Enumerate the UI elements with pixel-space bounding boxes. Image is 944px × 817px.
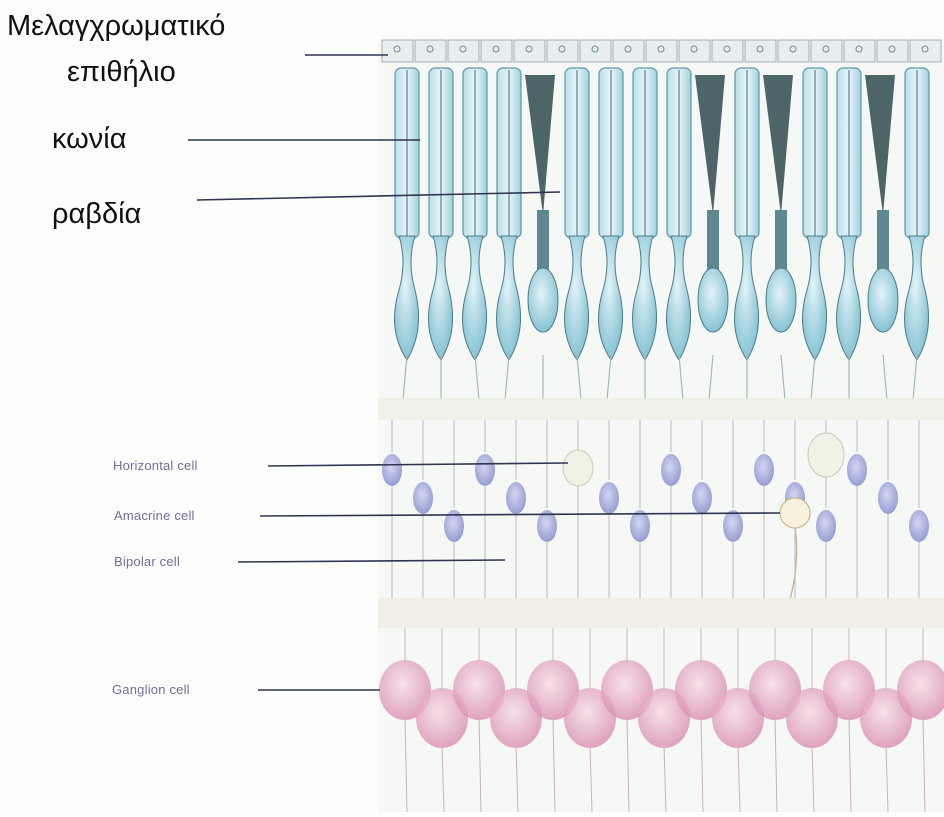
- bipolar-cell: [847, 454, 867, 486]
- pigment-epithelium-cell: [382, 40, 413, 62]
- pigment-epithelium-cell: [613, 40, 644, 62]
- cone-cell-body: [868, 268, 898, 332]
- pigment-epithelium-cell: [745, 40, 776, 62]
- cone-inner-segment: [877, 210, 889, 270]
- pigment-epithelium-cell: [712, 40, 743, 62]
- cone-inner-segment: [775, 210, 787, 270]
- amacrine-cell-body: [780, 498, 810, 528]
- label-pigment-epithelium-line2: επιθήλιο: [67, 58, 176, 87]
- bipolar-cell: [661, 454, 681, 486]
- label-horizontal-cell: Horizontal cell: [113, 459, 198, 472]
- bipolar-cell: [413, 482, 433, 514]
- pigment-epithelium-cell: [481, 40, 512, 62]
- outer-plexiform-layer: [378, 398, 944, 420]
- label-cones: κωνία: [52, 125, 127, 154]
- label-pigment-epithelium: Μελαγχρωματικό: [7, 12, 225, 41]
- pigment-epithelium-cell: [877, 40, 908, 62]
- bipolar-cell: [630, 510, 650, 542]
- pigment-epithelium-cell: [811, 40, 842, 62]
- bipolar-cell: [754, 454, 774, 486]
- label-ganglion-cell: Ganglion cell: [112, 683, 190, 696]
- bipolar-cell: [475, 454, 495, 486]
- bipolar-cell: [723, 510, 743, 542]
- label-amacrine-cell: Amacrine cell: [114, 509, 195, 522]
- bipolar-cell: [599, 482, 619, 514]
- label-bipolar-cell: Bipolar cell: [114, 555, 180, 568]
- bipolar-cell: [909, 510, 929, 542]
- cone-cell-body: [528, 268, 558, 332]
- cone-inner-segment: [707, 210, 719, 270]
- bipolar-cell: [692, 482, 712, 514]
- pigment-epithelium-cell: [679, 40, 710, 62]
- horizontal-cell-body: [563, 450, 593, 486]
- pigment-epithelium-cell: [646, 40, 677, 62]
- pigment-epithelium-cell: [580, 40, 611, 62]
- inner-plexiform-layer: [378, 598, 944, 628]
- bipolar-cell: [878, 482, 898, 514]
- horizontal-cell-body: [808, 433, 844, 477]
- cone-inner-segment: [537, 210, 549, 270]
- label-rods: ραβδία: [52, 200, 141, 229]
- pigment-epithelium-cell: [448, 40, 479, 62]
- pigment-epithelium-cell: [844, 40, 875, 62]
- pigment-epithelium-cell: [547, 40, 578, 62]
- pigment-epithelium-cell: [910, 40, 941, 62]
- bipolar-cell: [816, 510, 836, 542]
- pigment-epithelium-cell: [415, 40, 446, 62]
- cone-cell-body: [698, 268, 728, 332]
- bipolar-cell: [506, 482, 526, 514]
- pigment-epithelium-layer: [382, 40, 941, 62]
- pigment-epithelium-cell: [778, 40, 809, 62]
- pigment-epithelium-cell: [514, 40, 545, 62]
- bipolar-cell: [382, 454, 402, 486]
- cone-cell-body: [766, 268, 796, 332]
